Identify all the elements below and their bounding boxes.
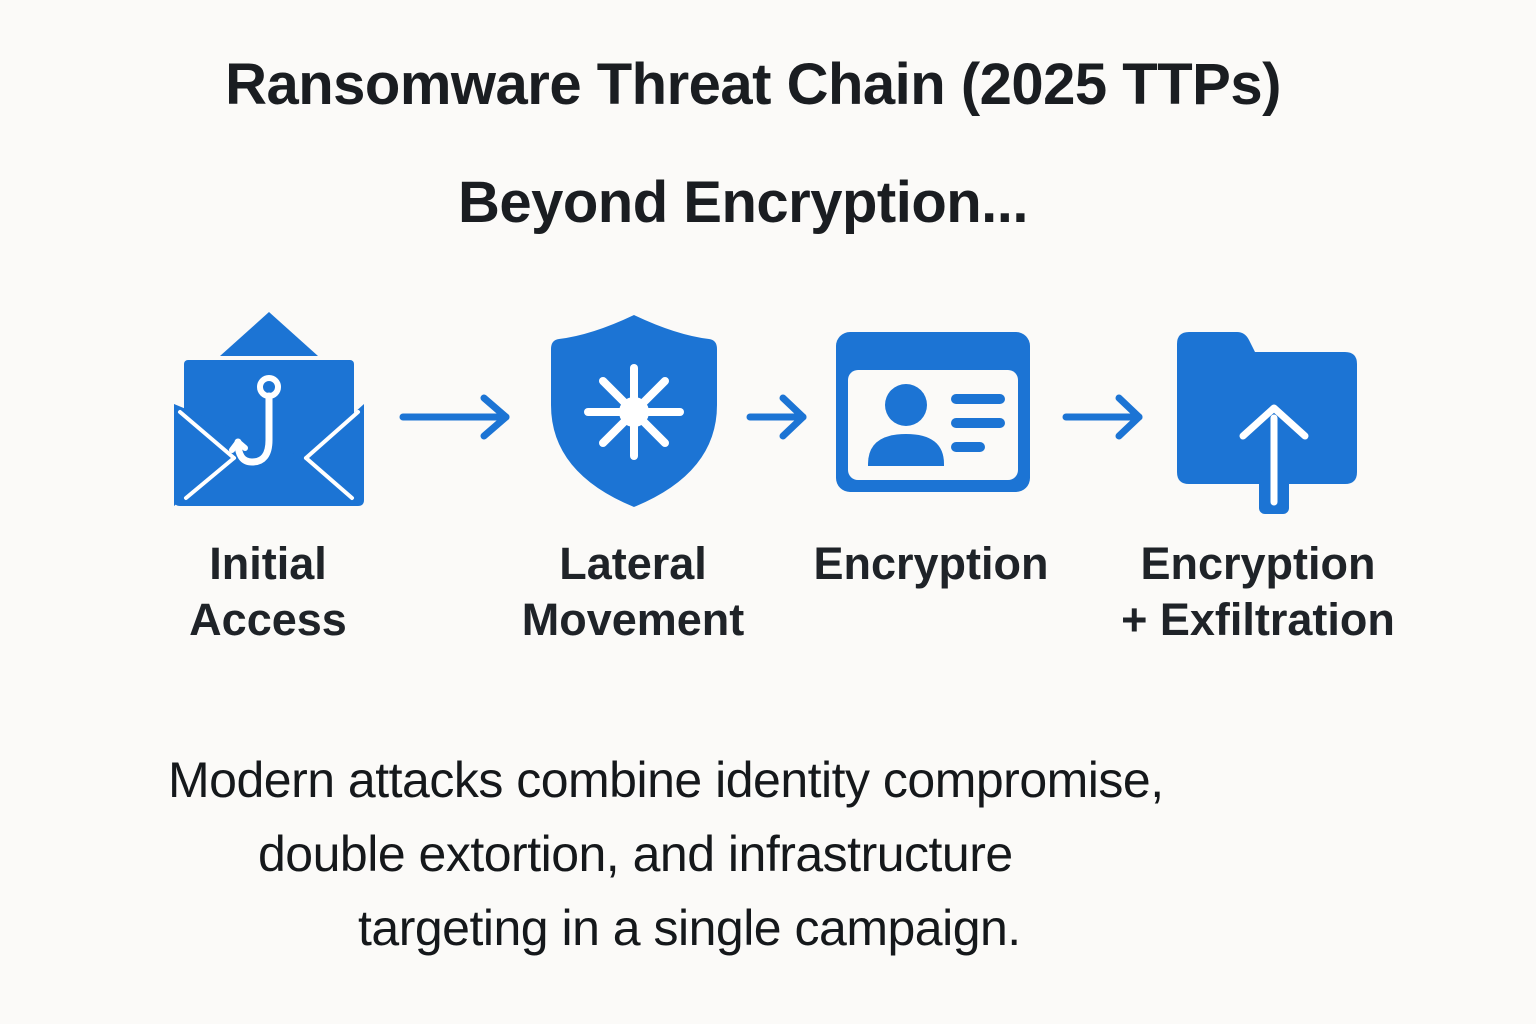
arrow-right-icon: [745, 394, 811, 440]
phishing-email-icon: [172, 312, 366, 508]
page-subtitle: Beyond Encryption...: [457, 170, 1029, 235]
stage-label-encryption-exfiltration: Encryption + Exfiltration: [1108, 536, 1408, 648]
description-line-3: targeting in a single campaign.: [358, 900, 1021, 956]
stage-label-line: Encryption: [1140, 538, 1376, 589]
stage-label-initial-access: Initial Access: [168, 536, 368, 648]
description-line-1: Modern attacks combine identity compromi…: [168, 752, 1164, 808]
stage-label-line: Access: [189, 594, 347, 645]
folder-upload-icon: [1175, 330, 1359, 516]
stage-label-line: Lateral: [559, 538, 707, 589]
id-card-icon: [836, 332, 1030, 492]
stage-label-line: + Exfiltration: [1121, 594, 1395, 645]
stage-label-line: Encryption: [813, 538, 1049, 589]
arrow-right-icon: [1061, 394, 1147, 440]
stage-label-line: Initial: [209, 538, 327, 589]
arrow-right-icon: [398, 394, 514, 440]
stage-label-encryption: Encryption: [800, 536, 1062, 592]
page-title: Ransomware Threat Chain (2025 TTPs): [225, 52, 1281, 117]
description-line-2: double extortion, and infrastructure: [258, 826, 1013, 882]
stage-label-line: Movement: [521, 594, 745, 645]
shield-burst-icon: [551, 313, 717, 509]
stage-label-lateral-movement: Lateral Movement: [508, 536, 758, 648]
